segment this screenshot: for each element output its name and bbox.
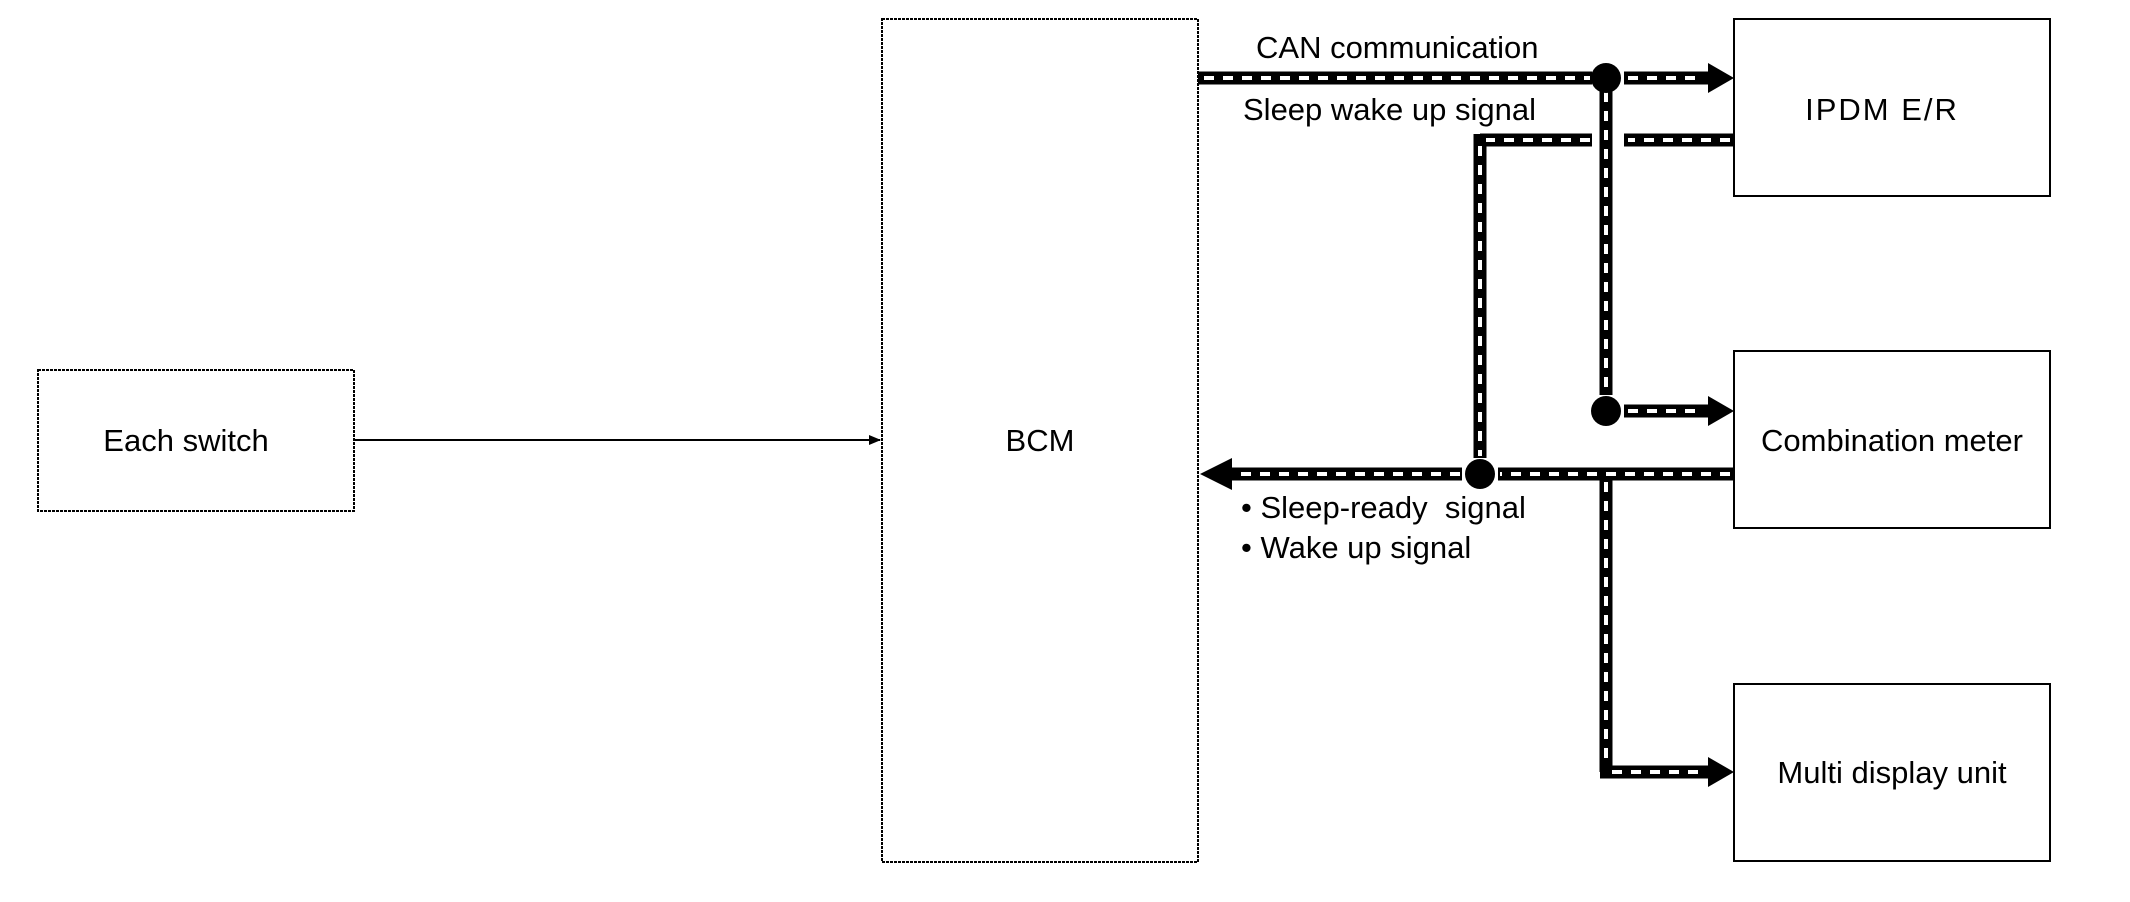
arrowhead-ipdm xyxy=(1708,63,1734,93)
arrowhead-combination-meter xyxy=(1708,396,1734,426)
combination-meter-box xyxy=(1733,350,2051,529)
arrowhead-multi-display xyxy=(1708,757,1734,787)
signal-lines-dash xyxy=(1204,76,1730,774)
ipdm-label: IPDM E/R xyxy=(1805,92,1959,127)
combination-meter-label: Combination meter xyxy=(1761,423,2023,458)
junction-dot-sleep xyxy=(1465,459,1495,489)
ipdm-box xyxy=(1733,18,2051,197)
bcm-label: BCM xyxy=(1006,423,1075,458)
signal-lines-base xyxy=(1198,71,1734,779)
multi-display-box xyxy=(1733,683,2051,862)
arrowhead-bcm xyxy=(1200,458,1232,490)
wake-up-label: • Wake up signal xyxy=(1241,530,1471,565)
each-switch-box xyxy=(37,369,355,512)
can-communication-label: CAN communication xyxy=(1256,30,1539,65)
bcm-box xyxy=(881,18,1199,863)
each-switch-label: Each switch xyxy=(103,423,268,458)
sleep-wake-up-label: Sleep wake up signal xyxy=(1243,92,1536,127)
junction-dot-meter xyxy=(1591,396,1621,426)
junction-dot-can xyxy=(1591,63,1621,93)
sleep-ready-label: • Sleep-ready signal xyxy=(1241,490,1526,525)
multi-display-label: Multi display unit xyxy=(1777,755,2007,790)
